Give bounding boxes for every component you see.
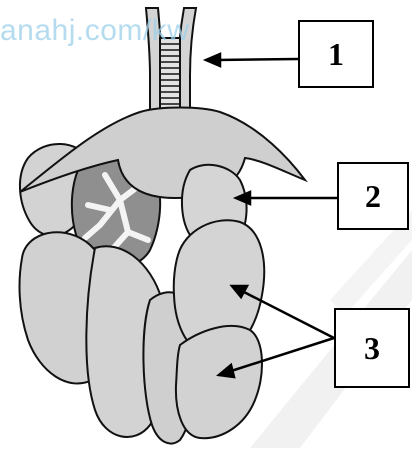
label-box-1: 1 [298,20,374,88]
right-air-sac-lower [176,326,262,438]
label-box-2: 2 [337,162,409,230]
label-box-3: 3 [334,308,410,388]
watermark-text: anahj.com/kw [0,14,189,48]
